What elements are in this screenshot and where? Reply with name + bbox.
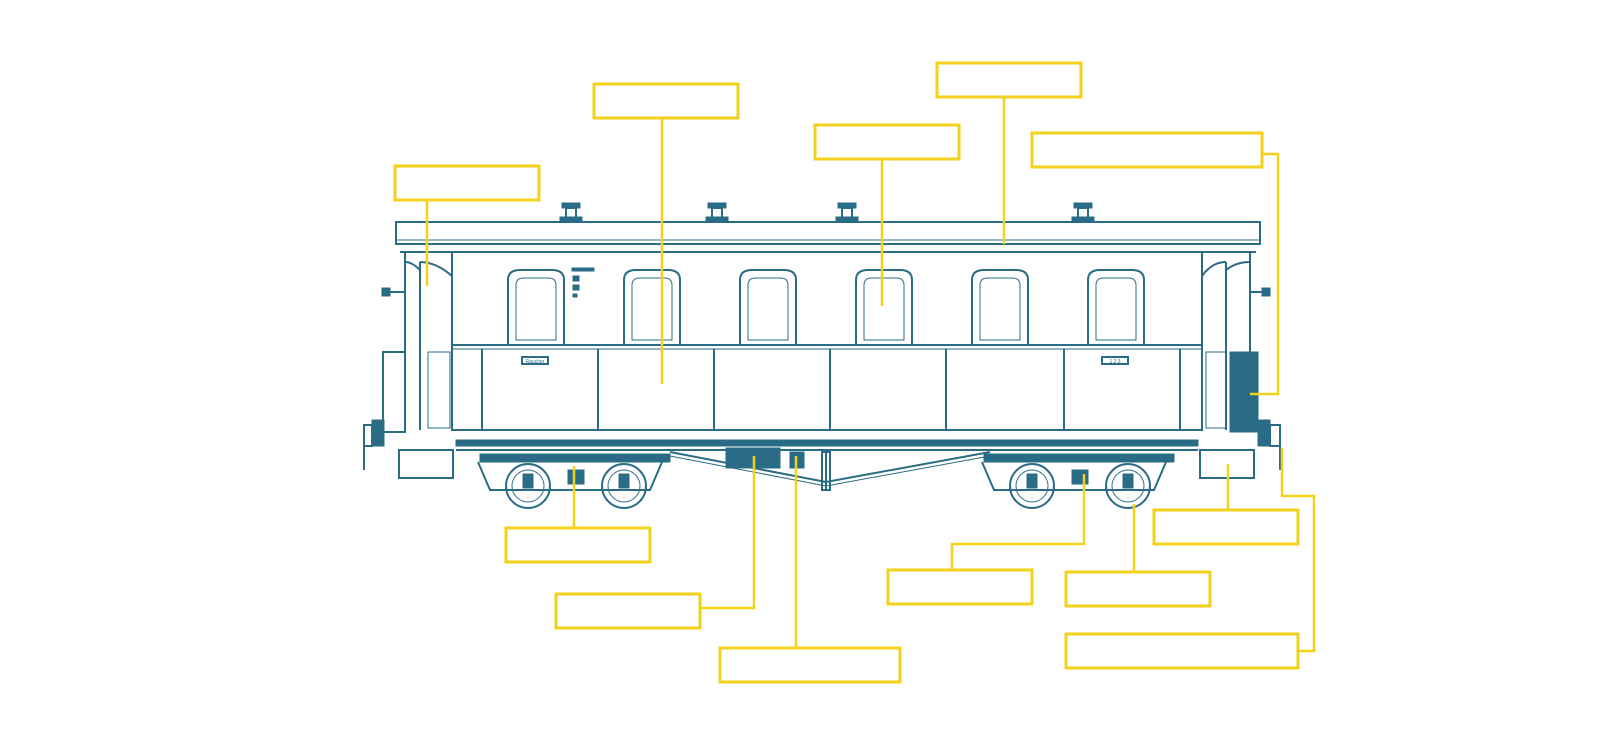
car-body: Raucher 1 2 3: [451, 251, 1203, 431]
window: [739, 269, 797, 345]
left-buffer: [363, 419, 385, 470]
car-roof: [395, 221, 1261, 253]
leader-coupler: [1280, 448, 1316, 653]
wheel: [1009, 463, 1055, 509]
callout-labels: [393, 61, 1300, 684]
callout-side-panel: [592, 82, 740, 120]
car-windows: [507, 269, 1145, 345]
right-buffer: [1257, 419, 1281, 470]
left-class-plate-text: Raucher: [526, 359, 545, 365]
window: [623, 269, 681, 345]
callout-bogie-left: [504, 526, 652, 564]
callout-end-platform: [393, 164, 541, 202]
right-hand-rail: [1250, 287, 1271, 297]
left-class-plate: Raucher: [521, 356, 549, 365]
right-end-platform: [1199, 252, 1281, 479]
callout-vestibule-door: [1030, 131, 1264, 169]
roof-vents: [559, 202, 1095, 222]
window: [1087, 269, 1145, 345]
window: [971, 269, 1029, 345]
callout-roof: [935, 61, 1083, 99]
railway-car-drawing: Raucher 1 2 3: [363, 202, 1281, 509]
callout-brake-cylinder: [554, 592, 702, 630]
leader-brake-cylinder: [700, 456, 756, 610]
wheel: [1105, 463, 1151, 509]
leader-bogie-right: [950, 474, 1086, 570]
roof-vent: [705, 202, 729, 222]
roof-vent: [559, 202, 583, 222]
left-bogie: [477, 453, 671, 509]
right-class-plate: 1 2 3: [1101, 356, 1129, 365]
left-hand-rail: [381, 287, 405, 297]
wheel: [601, 463, 647, 509]
right-class-plate-text: 1 2 3: [1109, 359, 1120, 365]
truss-rods: [669, 451, 991, 491]
callout-window: [813, 123, 961, 161]
leader-vestibule-door: [1250, 152, 1280, 396]
window: [855, 269, 913, 345]
callout-bogie-right: [886, 568, 1034, 606]
right-bogie: [981, 453, 1175, 509]
callout-leaders: [425, 97, 1316, 653]
left-end-platform: [363, 252, 454, 479]
window: [507, 269, 565, 345]
callout-truss-rod: [718, 646, 902, 684]
roof-vent: [1071, 202, 1095, 222]
callout-step: [1152, 508, 1300, 546]
callout-axlebox: [1064, 570, 1212, 608]
wheel: [505, 463, 551, 509]
callout-coupler: [1064, 632, 1300, 670]
car-number-marking: [571, 267, 595, 298]
roof-vent: [835, 202, 859, 222]
